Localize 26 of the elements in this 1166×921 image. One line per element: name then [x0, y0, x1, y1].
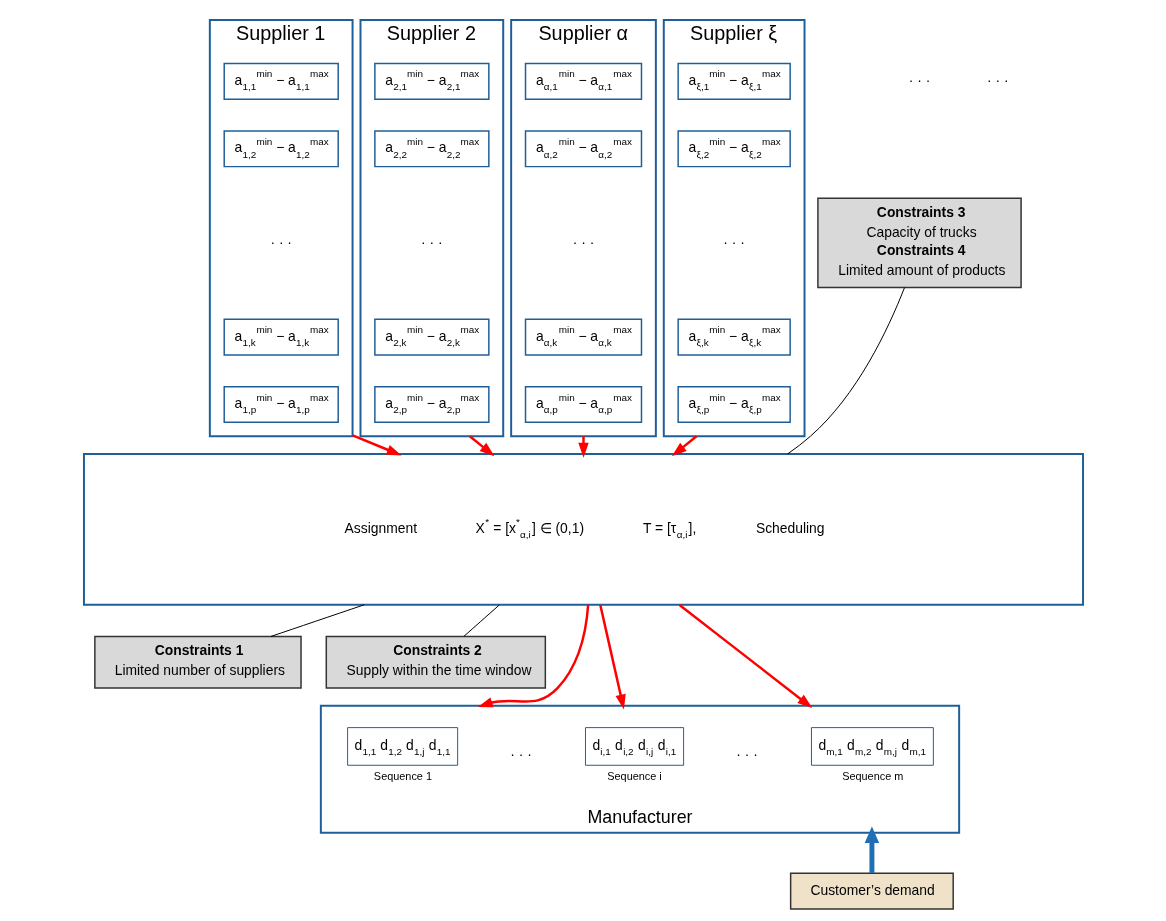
connector [786, 287, 905, 455]
label: · · · [269, 233, 292, 250]
node-box: Constraints 3 Capacity of trucks Constraints 4 Limited amount of products [816, 197, 1022, 289]
node-box: Constraints 1 Limited number of suppliers [93, 635, 302, 689]
label: · · · [509, 746, 532, 763]
label: · · · [572, 233, 594, 250]
arrow [864, 826, 879, 874]
arrow [598, 604, 626, 710]
arrow [468, 435, 494, 457]
node-label: Sequence 1 [373, 769, 432, 782]
connector [270, 604, 365, 637]
label: · · · [735, 746, 758, 763]
arrow [671, 435, 697, 457]
label: · · · [908, 72, 930, 89]
arrow [477, 604, 589, 708]
arrow [351, 434, 402, 456]
label: · · · [722, 233, 745, 250]
arrow [577, 436, 589, 458]
connector [463, 604, 500, 637]
node-box: Customer’s demand [789, 872, 954, 910]
arrow [678, 604, 812, 709]
node-label: Sequence i [606, 769, 662, 782]
node-label: Sequence m [841, 769, 903, 782]
label: · · · [420, 233, 443, 250]
node-box: Constraints 2 Supply within the time window [325, 635, 546, 689]
label: · · · [986, 72, 1009, 89]
